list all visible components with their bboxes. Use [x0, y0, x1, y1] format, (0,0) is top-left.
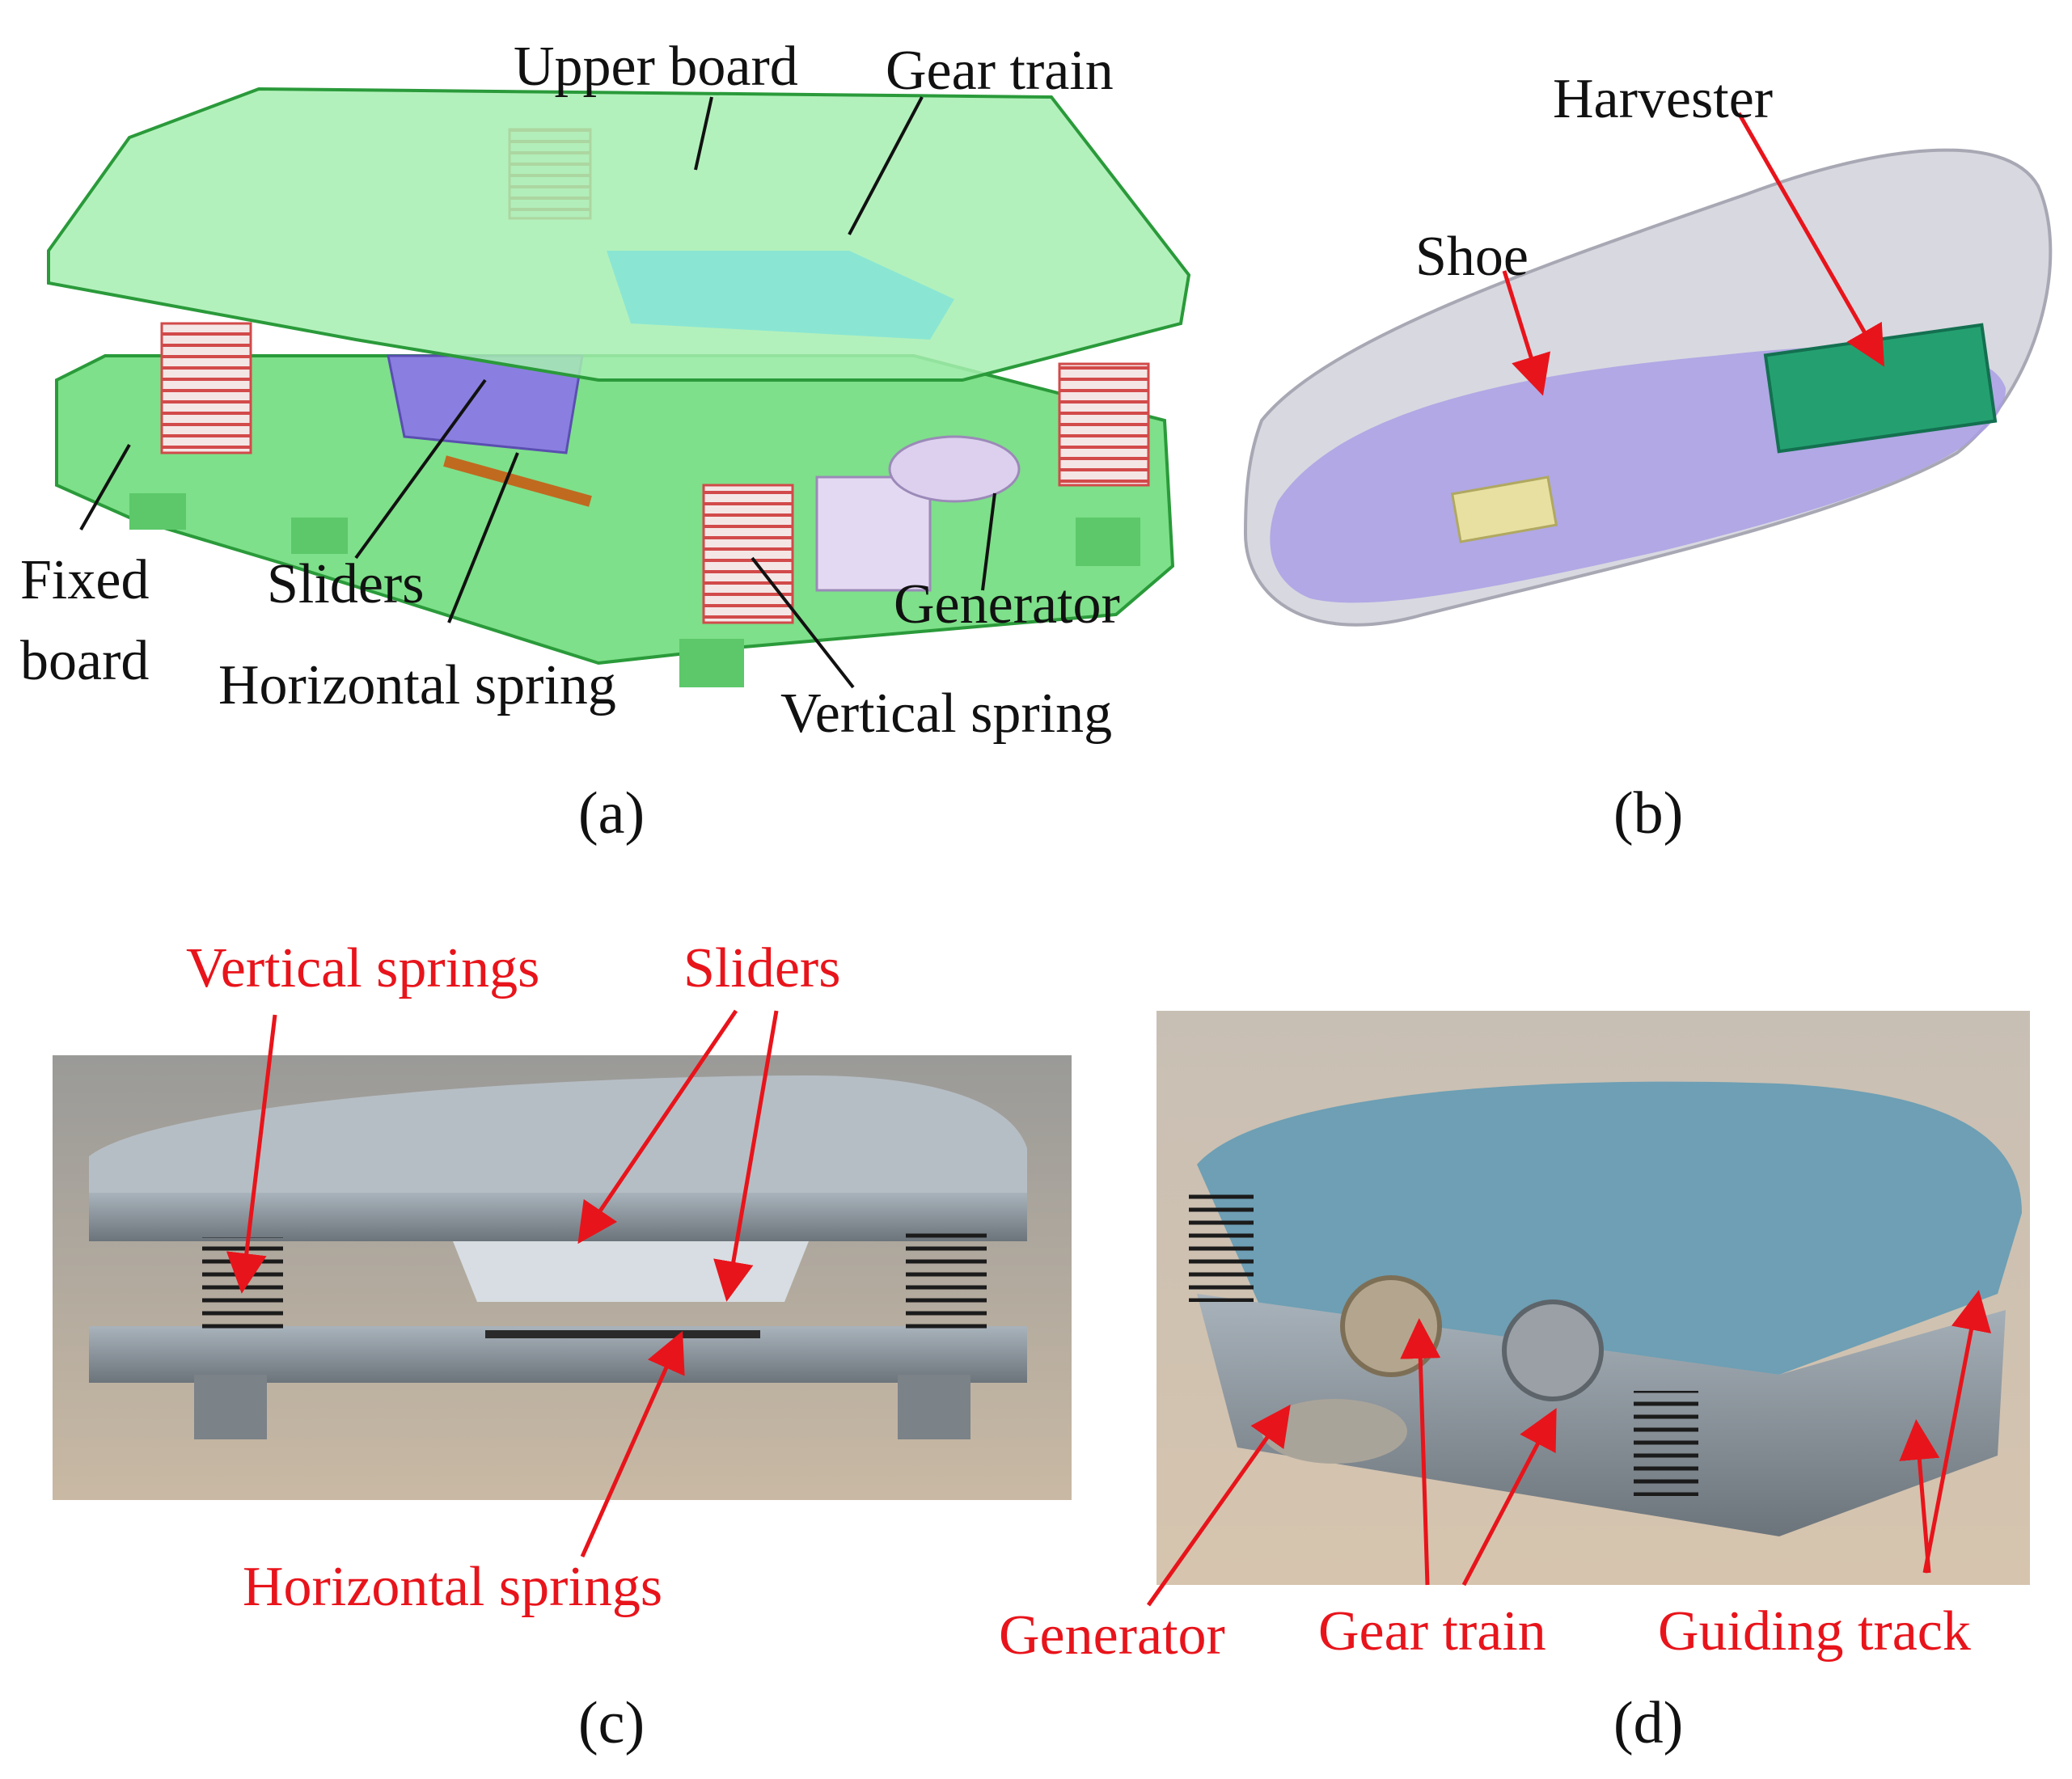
caption-b: (b) — [1613, 780, 1683, 847]
vertical-spring-shape — [702, 484, 794, 624]
slider-photo — [453, 1241, 809, 1302]
gear-photo — [1340, 1275, 1442, 1377]
leader-line — [79, 444, 131, 530]
leader-line — [447, 452, 519, 623]
upper-frame-shape — [89, 1193, 1027, 1241]
vertical-spring-photo — [1634, 1391, 1698, 1496]
label-board: board — [20, 630, 149, 692]
foot — [194, 1375, 267, 1439]
arrow-vertical-springs — [226, 1014, 277, 1294]
label-guiding-track: Guiding track — [1658, 1600, 1971, 1663]
label-vertical-spring: Vertical spring — [780, 682, 1112, 745]
leader-line — [981, 492, 996, 591]
panel-c-photo: Vertical springs Sliders Horizontal spri… — [53, 937, 1072, 1756]
sensor-pad-shape — [1450, 475, 1558, 543]
leader-line — [354, 378, 487, 560]
gear-photo — [1502, 1299, 1604, 1401]
generator-shape — [888, 435, 1021, 503]
vertical-spring-photo — [1189, 1189, 1254, 1302]
leader-line — [848, 96, 924, 235]
label-gear-train-d: Gear train — [1318, 1600, 1546, 1663]
arrow-gear-train-2 — [1461, 1408, 1557, 1587]
leader-line — [694, 96, 713, 171]
upper-plate-shape — [89, 1075, 1027, 1197]
label-vertical-springs: Vertical springs — [186, 937, 539, 999]
leader-line — [751, 556, 855, 689]
caption-c: (c) — [578, 1690, 645, 1756]
foot — [679, 639, 744, 687]
arrow-sliders-1 — [577, 1009, 738, 1244]
panel-a-cad-drawing: Upper board Gear train Fixed board Slide… — [20, 36, 1191, 847]
label-horizontal-springs: Horizontal springs — [243, 1556, 662, 1618]
arrow-shoe — [1502, 270, 1551, 396]
caption-d: (d) — [1613, 1690, 1683, 1756]
label-fixed: Fixed — [20, 549, 149, 611]
arrow-guiding-track-2 — [1899, 1419, 1940, 1574]
arrow-guiding-track-1 — [1922, 1290, 1992, 1574]
foot — [129, 493, 186, 530]
vertical-spring-photo — [906, 1229, 987, 1334]
vertical-spring-shape — [160, 322, 252, 454]
generator-shape — [815, 475, 932, 592]
horizontal-spring-shape — [443, 455, 592, 507]
arrow-sliders-2 — [713, 1010, 779, 1302]
label-sliders: Sliders — [267, 553, 424, 615]
label-horizontal-spring: Horizontal spring — [218, 654, 616, 716]
panel-b-shoe-drawing: Harvester Shoe (b) — [1243, 68, 2053, 847]
arrow-gear-train-1 — [1400, 1318, 1441, 1586]
generator-photo — [1262, 1399, 1407, 1464]
label-sliders-c: Sliders — [683, 937, 840, 999]
label-generator: Generator — [894, 573, 1120, 636]
label-gear-train: Gear train — [886, 40, 1114, 102]
label-harvester: Harvester — [1553, 68, 1773, 130]
foot — [898, 1375, 970, 1439]
arrow-harvester — [1736, 112, 1884, 367]
panel-d-photo: Generator Gear train Guiding track (d) — [999, 1011, 2030, 1756]
label-upper-board: Upper board — [514, 36, 798, 98]
foot — [1076, 518, 1140, 566]
arrow-horizontal-springs — [580, 1330, 685, 1558]
vertical-spring-shape — [1058, 362, 1150, 487]
foot — [291, 518, 348, 554]
label-shoe: Shoe — [1415, 226, 1529, 288]
gear-train-shape — [607, 251, 954, 340]
caption-a: (a) — [578, 780, 645, 847]
arrow-generator — [1146, 1404, 1291, 1607]
label-generator-d: Generator — [999, 1604, 1225, 1667]
